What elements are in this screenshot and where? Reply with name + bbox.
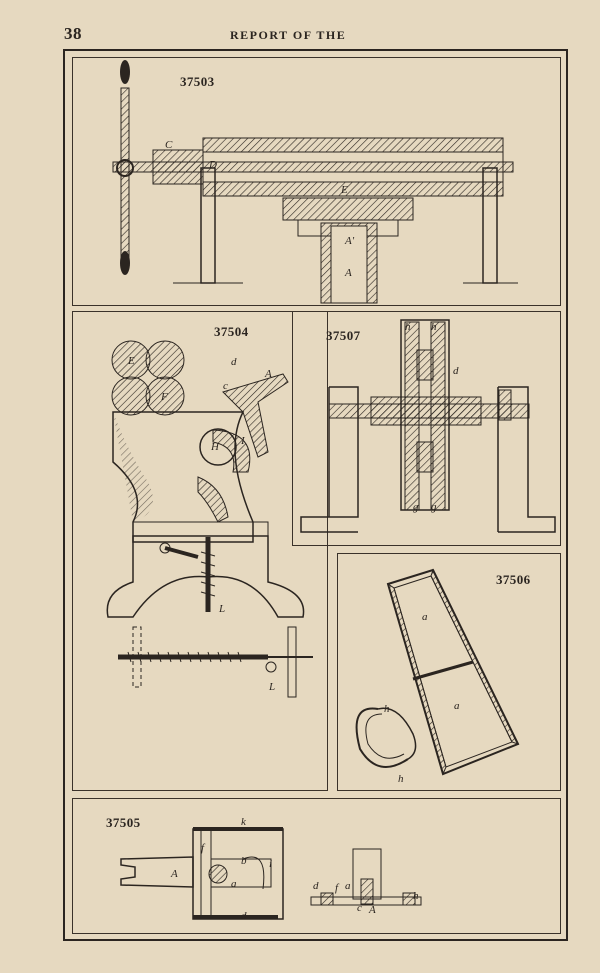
letter-h-2: h (398, 773, 404, 785)
letter-H: H (210, 441, 220, 453)
figure-37506-panel: 37506 a a h h (337, 553, 561, 791)
letter-b: b (241, 855, 247, 867)
letter-L: L (218, 603, 225, 615)
figure-37507-drawing: h h d g g (300, 319, 556, 533)
letter-L-lower: L (268, 681, 275, 693)
letter-h: h (384, 703, 390, 715)
figure-37503-panel: 37503 (72, 57, 561, 306)
housing-icon (202, 137, 504, 153)
figure-37504-drawing: E F d c A H I L L (106, 340, 313, 698)
letter-k: k (241, 816, 247, 828)
letter-I: I (240, 435, 246, 447)
letter-c-right: c (357, 902, 362, 914)
letter-a-right: a (345, 880, 351, 892)
letter-a: a (231, 878, 237, 890)
letter-h: h (405, 321, 411, 333)
letter-E: E (127, 355, 135, 367)
letter-h-2: h (431, 321, 437, 333)
fork-icon (120, 856, 194, 888)
disk-icon (400, 319, 450, 511)
letter-f-right: f (335, 882, 340, 894)
ring-icon (355, 707, 409, 768)
letter-d: d (241, 910, 247, 922)
letter-C: C (165, 139, 173, 151)
letter-A-right: A (368, 904, 376, 916)
letter-a-2: a (454, 700, 460, 712)
letter-d: d (231, 356, 237, 368)
letter-E: E (340, 184, 348, 196)
running-header: REPORT OF THE (230, 28, 347, 42)
page-number: 38 (64, 24, 82, 43)
figure-37505-drawing: k f b i A a d d f a c A h (120, 816, 422, 922)
letter-A: A (264, 368, 272, 380)
letter-F: F (160, 391, 168, 403)
letter-g-2: g (431, 501, 437, 513)
shaft-icon (112, 161, 514, 173)
crank-handle-icon (120, 87, 130, 269)
figure-37503-drawing: C D E A' A (112, 60, 518, 304)
figure-37507-panel: 37507 h h d g g (292, 311, 561, 546)
letter-h-right: h (413, 890, 419, 902)
trough-icon (386, 568, 520, 776)
figure-37506-drawing: a a h h (355, 568, 520, 785)
letter-A: A (170, 868, 178, 880)
figure-37507-number: 37507 (326, 328, 361, 343)
letter-A-prime: A' (344, 235, 355, 247)
letter-i: i (269, 858, 272, 870)
plate-frame (63, 49, 568, 941)
figure-37505-panel: 37505 k f b i A a d d f (72, 798, 561, 934)
figure-37504-number: 37504 (214, 324, 249, 339)
letter-f: f (201, 842, 206, 854)
letter-a: a (422, 611, 428, 623)
letter-D: D (208, 159, 217, 171)
letter-d-right: d (313, 880, 319, 892)
letter-c: c (223, 380, 228, 392)
letter-d: d (453, 365, 459, 377)
figure-37506-number: 37506 (496, 572, 531, 587)
figure-37503-number: 37503 (180, 74, 215, 89)
letter-g: g (413, 501, 419, 513)
figure-37505-number: 37505 (106, 815, 141, 830)
letter-A: A (344, 267, 352, 279)
figure-37504-panel: 37504 (72, 311, 328, 791)
